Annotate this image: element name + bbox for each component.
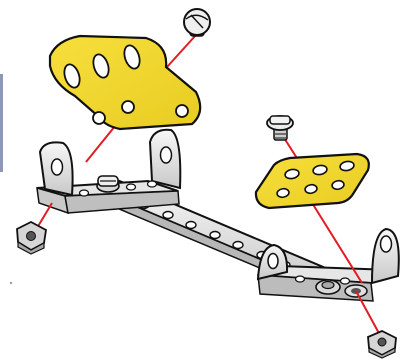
angle-bracket-left (37, 130, 180, 213)
flanged-plate-left (50, 36, 200, 129)
flanged-plate-right (256, 154, 369, 208)
angle-bracket-right (258, 229, 399, 301)
nut-right (368, 331, 396, 358)
bracket-bolt-head-left (97, 176, 119, 192)
bolt-right (267, 116, 293, 140)
nut-left (17, 222, 46, 254)
bolt-top (184, 9, 210, 36)
speck (10, 282, 12, 284)
